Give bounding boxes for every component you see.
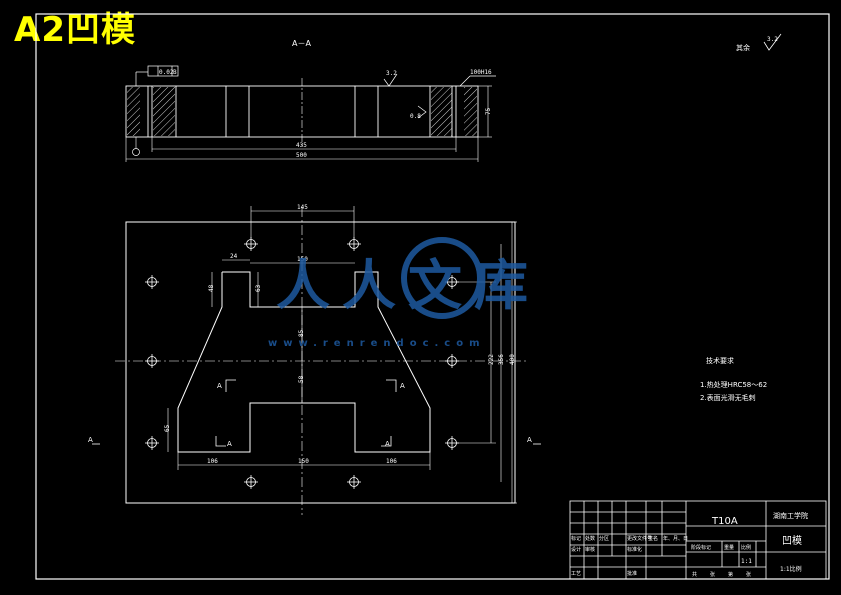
drawing-frame bbox=[35, 13, 830, 580]
hole-callout: 100H16 bbox=[470, 69, 492, 76]
roughness-symbol-icon bbox=[763, 33, 782, 51]
section-mark: A bbox=[400, 382, 405, 390]
section-mark: A bbox=[88, 436, 93, 444]
watermark-logo-icon bbox=[401, 237, 483, 319]
section-mark: A bbox=[227, 440, 232, 448]
dim-106-left: 106 bbox=[207, 458, 218, 465]
section-arrows bbox=[92, 379, 541, 447]
bolt-hole bbox=[244, 237, 258, 251]
roughness-top-value: 3.2 bbox=[386, 70, 397, 77]
tb-header: 更改文件号 bbox=[627, 535, 652, 542]
section-view bbox=[125, 78, 479, 146]
width-dim-lines bbox=[125, 137, 479, 162]
flatness-callout bbox=[135, 65, 179, 86]
tb-scale: 1:1 bbox=[741, 558, 752, 565]
datum-b-icon bbox=[132, 148, 140, 156]
tb-header: 标记 bbox=[571, 535, 581, 542]
roughness-top-icon bbox=[383, 73, 398, 87]
dim-65: 65 bbox=[164, 424, 171, 432]
dim-356: 356 bbox=[498, 354, 505, 365]
bolt-hole bbox=[145, 275, 159, 289]
bolt-hole bbox=[244, 475, 258, 489]
section-label: A－A bbox=[292, 39, 311, 48]
dim-24: 24 bbox=[230, 253, 238, 260]
tech-req-item-2: 2.表面光滑无毛刺 bbox=[700, 393, 756, 402]
tb-sheet: 共 bbox=[692, 571, 697, 578]
dim-48: 48 bbox=[208, 284, 215, 292]
dim-150-top: 150 bbox=[297, 256, 308, 263]
tb-sheet: 张 bbox=[710, 571, 715, 578]
roughness-note-value: 3.2 bbox=[767, 36, 778, 43]
tb-design: 设计 bbox=[571, 546, 581, 553]
dim-150-bottom: 150 bbox=[298, 458, 309, 465]
watermark-url: www.renrendoc.com bbox=[268, 338, 486, 349]
tb-drawing-no: 1:1比例 bbox=[780, 565, 802, 573]
tech-req-title: 技术要求 bbox=[706, 356, 734, 365]
bolt-hole bbox=[145, 354, 159, 368]
bolt-hole bbox=[347, 237, 361, 251]
dim-145: 145 bbox=[297, 204, 308, 211]
tb-sheet: 第 bbox=[728, 571, 733, 578]
dim-222: 222 bbox=[488, 354, 495, 365]
bolt-hole bbox=[145, 436, 159, 450]
bolt-hole bbox=[445, 354, 459, 368]
tb-header: 处数 bbox=[585, 535, 595, 542]
section-mark: A bbox=[385, 440, 390, 448]
height-dim-lines bbox=[478, 85, 492, 138]
height-dim: 75 bbox=[485, 107, 492, 115]
section-mark: A bbox=[217, 382, 222, 390]
roughness-side-value: 0.8 bbox=[410, 113, 421, 120]
title-block bbox=[569, 500, 827, 580]
dim-85: 85 bbox=[298, 329, 305, 337]
bolt-hole bbox=[347, 475, 361, 489]
tech-req-item-1: 1.热处理HRC58～62 bbox=[700, 380, 767, 389]
tb-material: T10A bbox=[711, 516, 738, 527]
watermark-text: 人人文库 bbox=[276, 254, 540, 317]
tb-stage-label: 重量 bbox=[724, 544, 734, 551]
flatness-value: 0.02 bbox=[159, 69, 174, 76]
roughness-note-label: 其余 bbox=[736, 43, 750, 52]
inner-width-dim: 435 bbox=[296, 142, 307, 149]
tb-sheet: 张 bbox=[746, 571, 751, 578]
tb-design: 标准化 bbox=[627, 546, 642, 553]
tb-design: 批准 bbox=[627, 570, 637, 577]
tb-school: 湖南工学院 bbox=[773, 511, 808, 520]
section-mark: A bbox=[527, 436, 532, 444]
section-hatching bbox=[127, 87, 477, 136]
dim-106-right: 106 bbox=[386, 458, 397, 465]
roughness-side-icon bbox=[417, 105, 427, 119]
tb-part-name: 凹模 bbox=[782, 535, 802, 547]
bolt-holes bbox=[145, 237, 459, 489]
outer-width-dim: 500 bbox=[296, 152, 307, 159]
tb-stage-label: 阶段标记 bbox=[691, 544, 711, 551]
hole-callout-leader bbox=[459, 75, 496, 87]
tb-header: 签名 bbox=[648, 535, 658, 542]
tb-header: 分区 bbox=[599, 535, 609, 542]
dim-400: 400 bbox=[509, 354, 516, 365]
tb-design: 审核 bbox=[585, 546, 595, 553]
dim-63: 63 bbox=[255, 284, 262, 292]
tb-header: 年、月、日 bbox=[663, 535, 688, 542]
sheet-title: A2凹模 bbox=[14, 10, 136, 50]
tb-stage-label: 比例 bbox=[741, 544, 751, 551]
watermark: 人人文库 www.renrendoc.com bbox=[268, 237, 540, 349]
tb-proc: 工艺 bbox=[571, 571, 581, 577]
flatness-datum: B bbox=[173, 69, 177, 76]
plan-dim-lines bbox=[167, 206, 517, 504]
dim-58: 58 bbox=[298, 375, 305, 383]
